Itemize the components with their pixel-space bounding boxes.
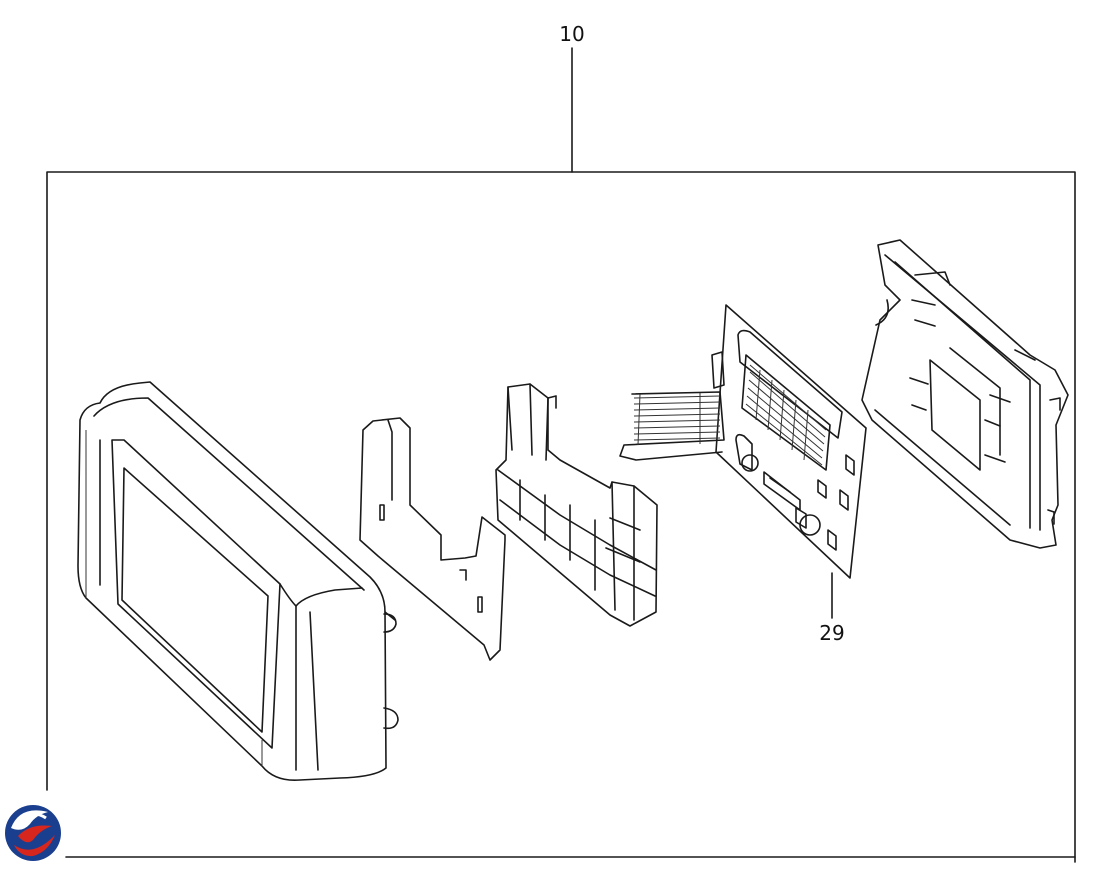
callout-label-10: 10 [559, 22, 584, 46]
gasket-plate [359, 417, 506, 661]
callout-label-29: 29 [819, 621, 844, 645]
display-front-bezel [77, 381, 399, 782]
keypad-frame [495, 383, 658, 627]
manufacturer-logo [5, 805, 61, 861]
circuit-board-with-ribbon-cable [619, 304, 867, 579]
rear-housing [861, 239, 1069, 549]
assembly-bracket [46, 171, 1076, 863]
